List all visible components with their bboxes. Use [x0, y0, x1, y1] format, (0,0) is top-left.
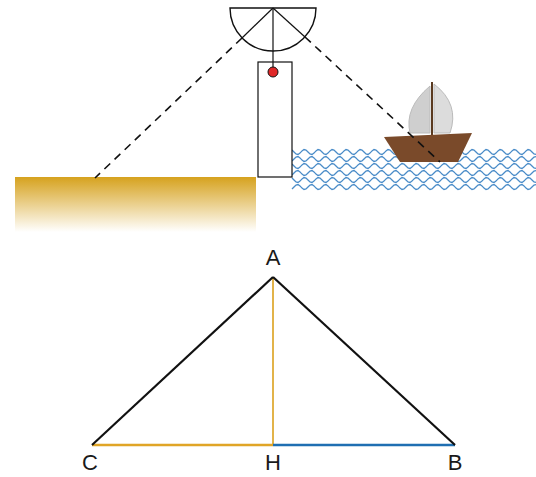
quadrant: [230, 8, 316, 77]
point-label: A: [266, 247, 281, 269]
wave: [292, 185, 536, 190]
point-label: B: [448, 452, 463, 474]
triangle: [92, 277, 455, 445]
sight-line: [95, 38, 242, 178]
wave: [292, 178, 536, 183]
sight-line: [305, 37, 440, 162]
point-label: C: [82, 452, 98, 474]
ground: [15, 177, 256, 232]
point-label: H: [265, 452, 281, 474]
boat: [384, 82, 472, 162]
tower: [258, 62, 292, 177]
wave: [292, 164, 536, 169]
wave: [292, 171, 536, 176]
